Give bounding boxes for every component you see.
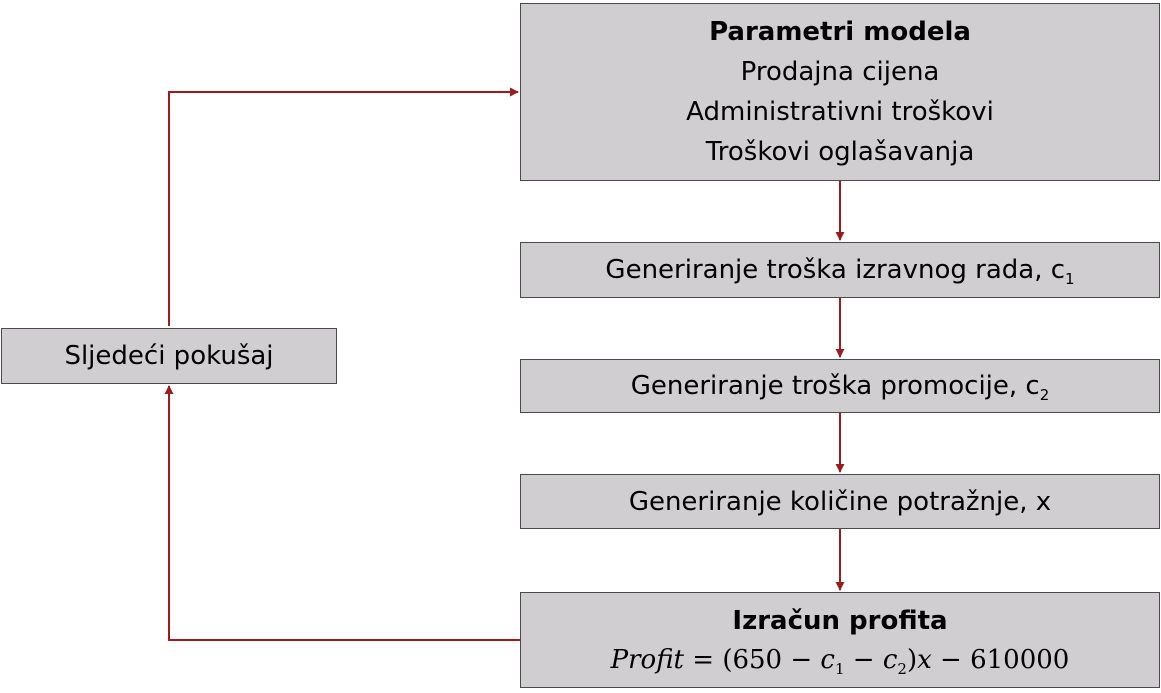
step-demand-label: Generiranje količine potražnje, x (628, 486, 1052, 517)
step-labor-cost-label: Generiranje troška izravnog rada, c1 (605, 255, 1075, 288)
arrow-profit-to-next-trial (164, 385, 520, 641)
profit-title: Izračun profita (732, 606, 948, 636)
step-promo-cost-label: Generiranje troška promocije, c2 (630, 371, 1050, 404)
step-demand-box: Generiranje količine potražnje, x (520, 474, 1160, 529)
next-trial-box: Sljedeći pokušaj (1, 328, 337, 384)
step-promo-cost-box: Generiranje troška promocije, c2 (520, 359, 1160, 413)
param-advertising-costs: Troškovi oglašavanja (705, 137, 975, 167)
profit-box: Izračun profita Profit = (650 − c1 − c2)… (520, 592, 1160, 688)
param-admin-costs: Administrativni troškovi (686, 97, 994, 127)
profit-formula: Profit = (650 − c1 − c2)x − 610000 (610, 645, 1070, 678)
next-trial-label: Sljedeći pokušaj (64, 341, 274, 371)
arrow-next-trial-to-params (168, 87, 519, 326)
step-labor-cost-box: Generiranje troška izravnog rada, c1 (520, 242, 1160, 298)
params-box: Parametri modela Prodajna cijena Adminis… (520, 3, 1160, 181)
params-title: Parametri modela (709, 17, 971, 47)
param-selling-price: Prodajna cijena (740, 57, 940, 87)
